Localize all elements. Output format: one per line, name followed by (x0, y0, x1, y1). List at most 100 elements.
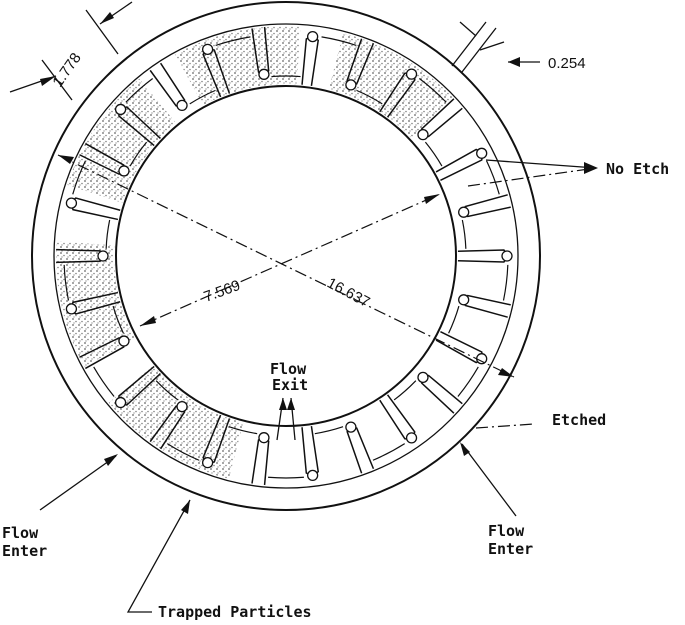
outer-diameter-line (57, 154, 515, 378)
channel-width-value: 0.254 (548, 55, 586, 72)
no-etch-label: No Etch (606, 160, 669, 178)
channel-wall-arc (372, 443, 406, 461)
channel-width-dimension: 0.254 (451, 21, 586, 73)
channel-fin (463, 194, 511, 218)
channel-fin (251, 437, 270, 486)
fin-bulb (201, 456, 214, 469)
channel-wall-arc (112, 305, 124, 334)
fin-bulb (176, 99, 188, 112)
no-etch-callout: No Etch (467, 159, 669, 187)
serpentine-channel (56, 26, 513, 486)
flow-exit-arrow-head-2 (287, 398, 295, 410)
etched-label: Etched (552, 411, 606, 429)
trapped-particle-regions (56, 26, 454, 479)
channel-wall-arc (93, 366, 115, 397)
fin-bulb (114, 396, 127, 409)
particle-region (67, 78, 177, 203)
channel-fin (457, 249, 508, 263)
inner-diameter-arrow-left (140, 316, 156, 326)
channel-wall-arc (461, 219, 467, 249)
etched-leader (475, 423, 535, 429)
flow-exit-callout: Flow Exit (270, 360, 308, 441)
channel-wall-arc (502, 264, 509, 301)
channel-wall-arc (356, 89, 383, 105)
disc-ring (31, 1, 541, 511)
channel-dim-leader-1 (451, 21, 487, 67)
fin-bulb (501, 250, 513, 262)
trapped-particles-leader (126, 499, 191, 613)
channel-dim-tick-2 (479, 41, 505, 51)
etched-callout: Etched (475, 411, 606, 429)
rib-dim-leader-1 (41, 59, 73, 101)
inner-bore (115, 85, 457, 427)
rib-dim-leader-2 (85, 9, 119, 55)
fin-bulb (345, 79, 357, 91)
particle-region (56, 241, 136, 367)
channel-wall-arc (448, 305, 460, 334)
channel-wall-arc (393, 380, 417, 401)
channel-fin (379, 394, 416, 440)
diameter-dimension-lines (57, 154, 515, 378)
fin-bulb (65, 303, 78, 315)
inner-diameter-line (139, 193, 441, 327)
flow-enter-left-arrow-line (39, 455, 117, 511)
fin-bulb (118, 165, 130, 177)
flow-enter-left-label-line1: Flow (2, 524, 39, 542)
channel-dim-tick-1 (459, 21, 477, 37)
channel-wall-arc (189, 89, 216, 105)
flow-enter-left-callout: Flow Enter (2, 454, 118, 560)
fin-bulb (201, 43, 214, 56)
rib-dim-arrow-head-1 (40, 76, 56, 86)
channel-dim-leader-2 (461, 27, 497, 73)
rib-width-dimension: 1.778 (9, 1, 133, 101)
no-etch-leader-2 (485, 159, 597, 169)
channel-wall-arc (155, 380, 179, 401)
outer-diameter-value: 16.637 (324, 275, 373, 312)
flow-enter-right-label-line2: Enter (488, 540, 533, 558)
channel-wall-arc (215, 36, 251, 47)
flow-enter-right-arrow-line (461, 443, 517, 517)
fin-bulb (258, 68, 270, 80)
fin-bulb (476, 353, 488, 365)
channel-fin (346, 426, 375, 474)
flow-enter-right-callout: Flow Enter (460, 442, 533, 558)
fin-bulb (405, 432, 418, 444)
channel-wall-arc (72, 160, 87, 195)
trapped-particles-label: Trapped Particles (158, 603, 312, 621)
channel-wall-arc (129, 141, 148, 167)
no-etch-arrow-head (584, 162, 598, 174)
flow-enter-right-arrow-head (460, 442, 470, 456)
inner-diameter-value: 7.569 (202, 277, 243, 306)
channel-wall-arc (228, 426, 258, 435)
fin-bulb (405, 68, 418, 80)
fin-bulb (417, 128, 429, 141)
fin-bulb (306, 30, 319, 43)
outer-edge (31, 1, 541, 511)
channel-wall-arc (457, 366, 479, 397)
channel-wall-arc (105, 219, 111, 249)
fin-bulb (306, 469, 319, 482)
channel-outer-boundary (53, 23, 519, 489)
fin-bulb (176, 400, 188, 413)
rib-width-value: 1.778 (49, 50, 84, 91)
particle-region (108, 365, 244, 479)
fin-bulb (345, 421, 357, 433)
fin-bulb (417, 371, 429, 384)
fin-bulb (65, 197, 78, 209)
fin-bulb (118, 335, 130, 347)
trapped-particles-callout: Trapped Particles (126, 499, 312, 621)
channel-wall-arc (268, 476, 304, 479)
channel-fin (301, 36, 320, 86)
outer-diameter-arrow-left (58, 155, 74, 164)
fin-bulb (97, 250, 109, 262)
fin-bulb (458, 294, 470, 306)
fin-bulb (114, 103, 127, 116)
channel-wall-arc (63, 264, 70, 301)
channel-wall-arc (485, 160, 500, 195)
channel-dim-arrow-head (508, 57, 520, 67)
flow-exit-arrow-head-1 (279, 398, 287, 410)
channel-wall-arc (321, 36, 357, 47)
channel-wall-arc (271, 75, 301, 78)
channel-fin (70, 197, 121, 221)
